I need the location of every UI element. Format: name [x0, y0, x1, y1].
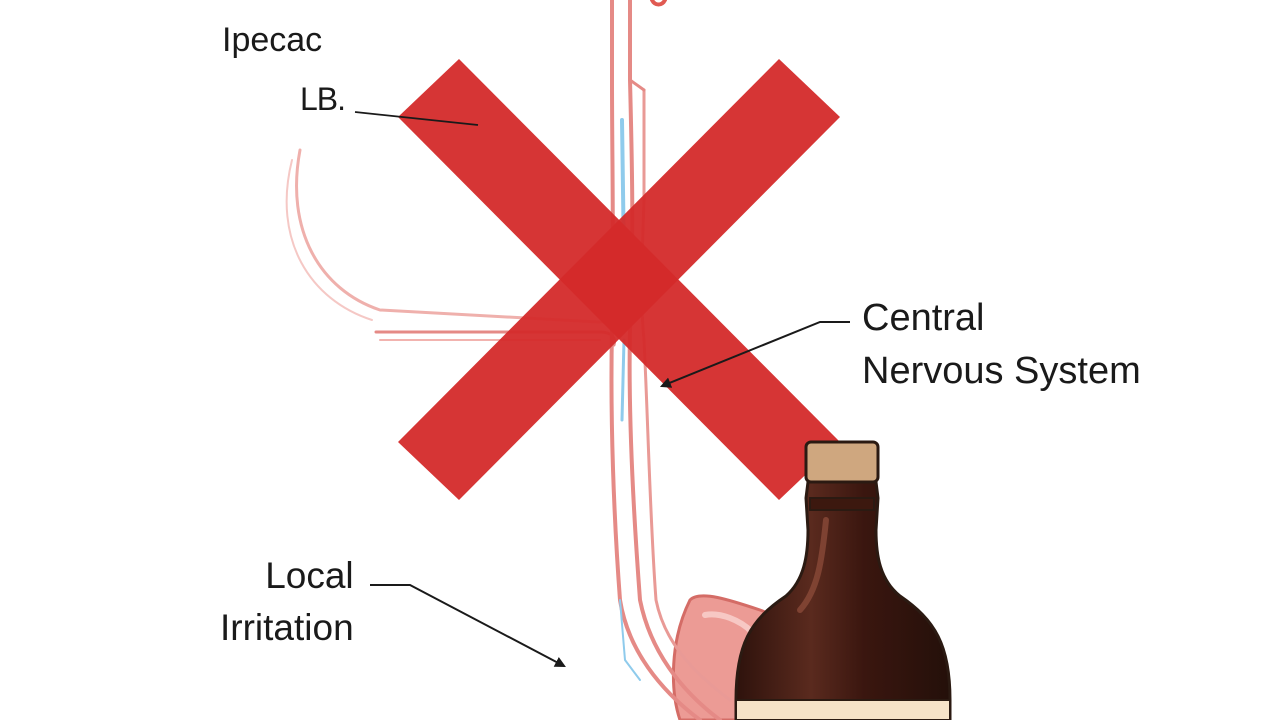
medicine-bottle-icon [734, 440, 952, 720]
sub-label-leader [354, 111, 479, 126]
local-irritation-pointer-line [370, 584, 566, 668]
leader-lines [354, 111, 850, 668]
cns-label-line2: Nervous System [862, 350, 1141, 392]
local-label-line2: Irritation [220, 607, 354, 648]
cns-label-line1: Central [862, 297, 985, 339]
diagram-subtitle: LB. [300, 81, 346, 117]
diagram-title: Ipecac [222, 21, 323, 59]
local-label-line1: Local [265, 555, 354, 596]
central-nervous-system-label: Central Nervous System [862, 292, 1141, 398]
prohibition-cross-icon [398, 59, 840, 500]
local-irritation-label: Local Irritation [220, 550, 354, 654]
cns-pointer-line [659, 321, 850, 388]
